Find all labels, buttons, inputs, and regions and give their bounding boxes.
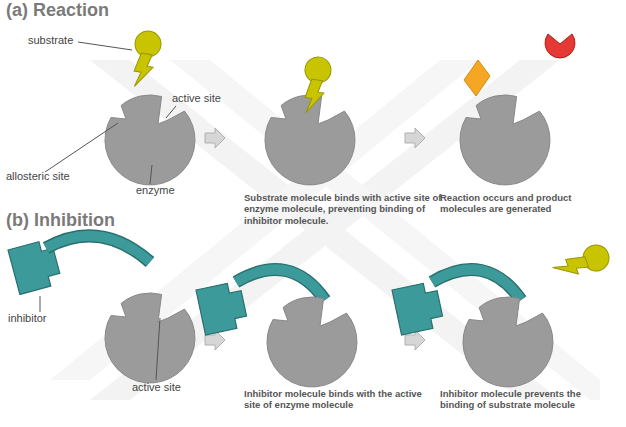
part-label: inhibitor: [8, 312, 47, 324]
leader-line: [150, 165, 152, 184]
step-caption: Reaction occurs and product molecules ar…: [440, 192, 590, 215]
step-caption: Inhibitor molecule binds with the active…: [244, 388, 424, 411]
leader-line: [78, 42, 132, 50]
enzyme-shape: [105, 293, 195, 383]
enzyme-shape: [267, 297, 357, 387]
enzyme-shape: [105, 95, 195, 185]
inhibitor-arm: [432, 270, 521, 300]
inhibitor-arm: [236, 270, 325, 300]
enzyme-shape: [463, 297, 553, 387]
step-caption: Substrate molecule binds with active sit…: [244, 192, 444, 226]
watermark: [50, 60, 600, 400]
enzyme-shape: [460, 95, 550, 185]
part-label: active site: [172, 92, 221, 104]
substrate-shape: [128, 29, 164, 90]
leader-line: [40, 296, 41, 312]
leader-line: [166, 106, 176, 118]
part-label: substrate: [28, 34, 73, 46]
step-caption: Inhibitor molecule prevents the binding …: [440, 388, 610, 411]
inhibitor-shape: [392, 281, 445, 335]
inhibitor-arm: [236, 270, 325, 300]
part-label: allosteric site: [6, 170, 70, 182]
inhibitor-arm: [46, 236, 150, 262]
product-diamond: [464, 60, 490, 96]
inhibitor-arm: [432, 270, 521, 300]
section-title: (a) Reaction: [6, 0, 109, 21]
leader-line: [156, 318, 160, 380]
part-label: enzyme: [136, 184, 175, 196]
product-circle: [545, 34, 575, 58]
leader-line: [45, 123, 118, 172]
substrate-shape: [550, 241, 612, 285]
inhibitor-arm: [46, 236, 150, 262]
inhibitor-shape: [196, 281, 249, 335]
section-title: (b) Inhibition: [6, 210, 115, 231]
step-arrow: [405, 128, 425, 148]
part-label: active site: [132, 381, 181, 393]
step-arrow: [205, 128, 225, 148]
substrate-shape: [299, 55, 333, 115]
